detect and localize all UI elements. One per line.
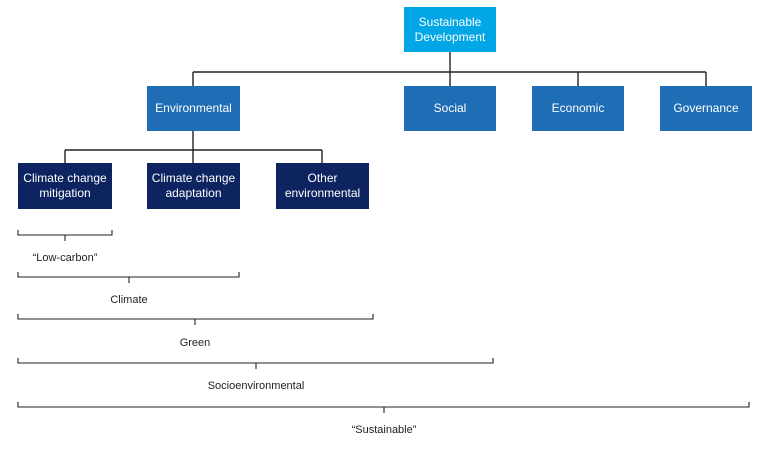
node-other-environmental: Other environmental bbox=[276, 163, 369, 209]
node-sustainable-development: Sustainable Development bbox=[404, 7, 496, 52]
scope-label-low-carbon: “Low-carbon” bbox=[32, 252, 98, 264]
low-carbon-bracket bbox=[17, 230, 113, 241]
node-environmental: Environmental bbox=[147, 86, 240, 131]
scope-label-socioenvironmental: Socioenvironmental bbox=[207, 380, 305, 392]
sustainable-bracket bbox=[17, 402, 750, 413]
green-bracket bbox=[17, 314, 374, 325]
scope-label-sustainable: “Sustainable” bbox=[351, 424, 417, 436]
scope-label-green: Green bbox=[179, 337, 211, 349]
node-climate-change-adaptation: Climate change adaptation bbox=[147, 163, 240, 209]
climate-bracket bbox=[17, 272, 240, 283]
node-governance: Governance bbox=[660, 86, 752, 131]
node-economic: Economic bbox=[532, 86, 624, 131]
node-climate-change-mitigation: Climate change mitigation bbox=[18, 163, 112, 209]
node-social: Social bbox=[404, 86, 496, 131]
socioenvironmental-bracket bbox=[17, 358, 494, 369]
scope-label-climate: Climate bbox=[110, 294, 148, 306]
